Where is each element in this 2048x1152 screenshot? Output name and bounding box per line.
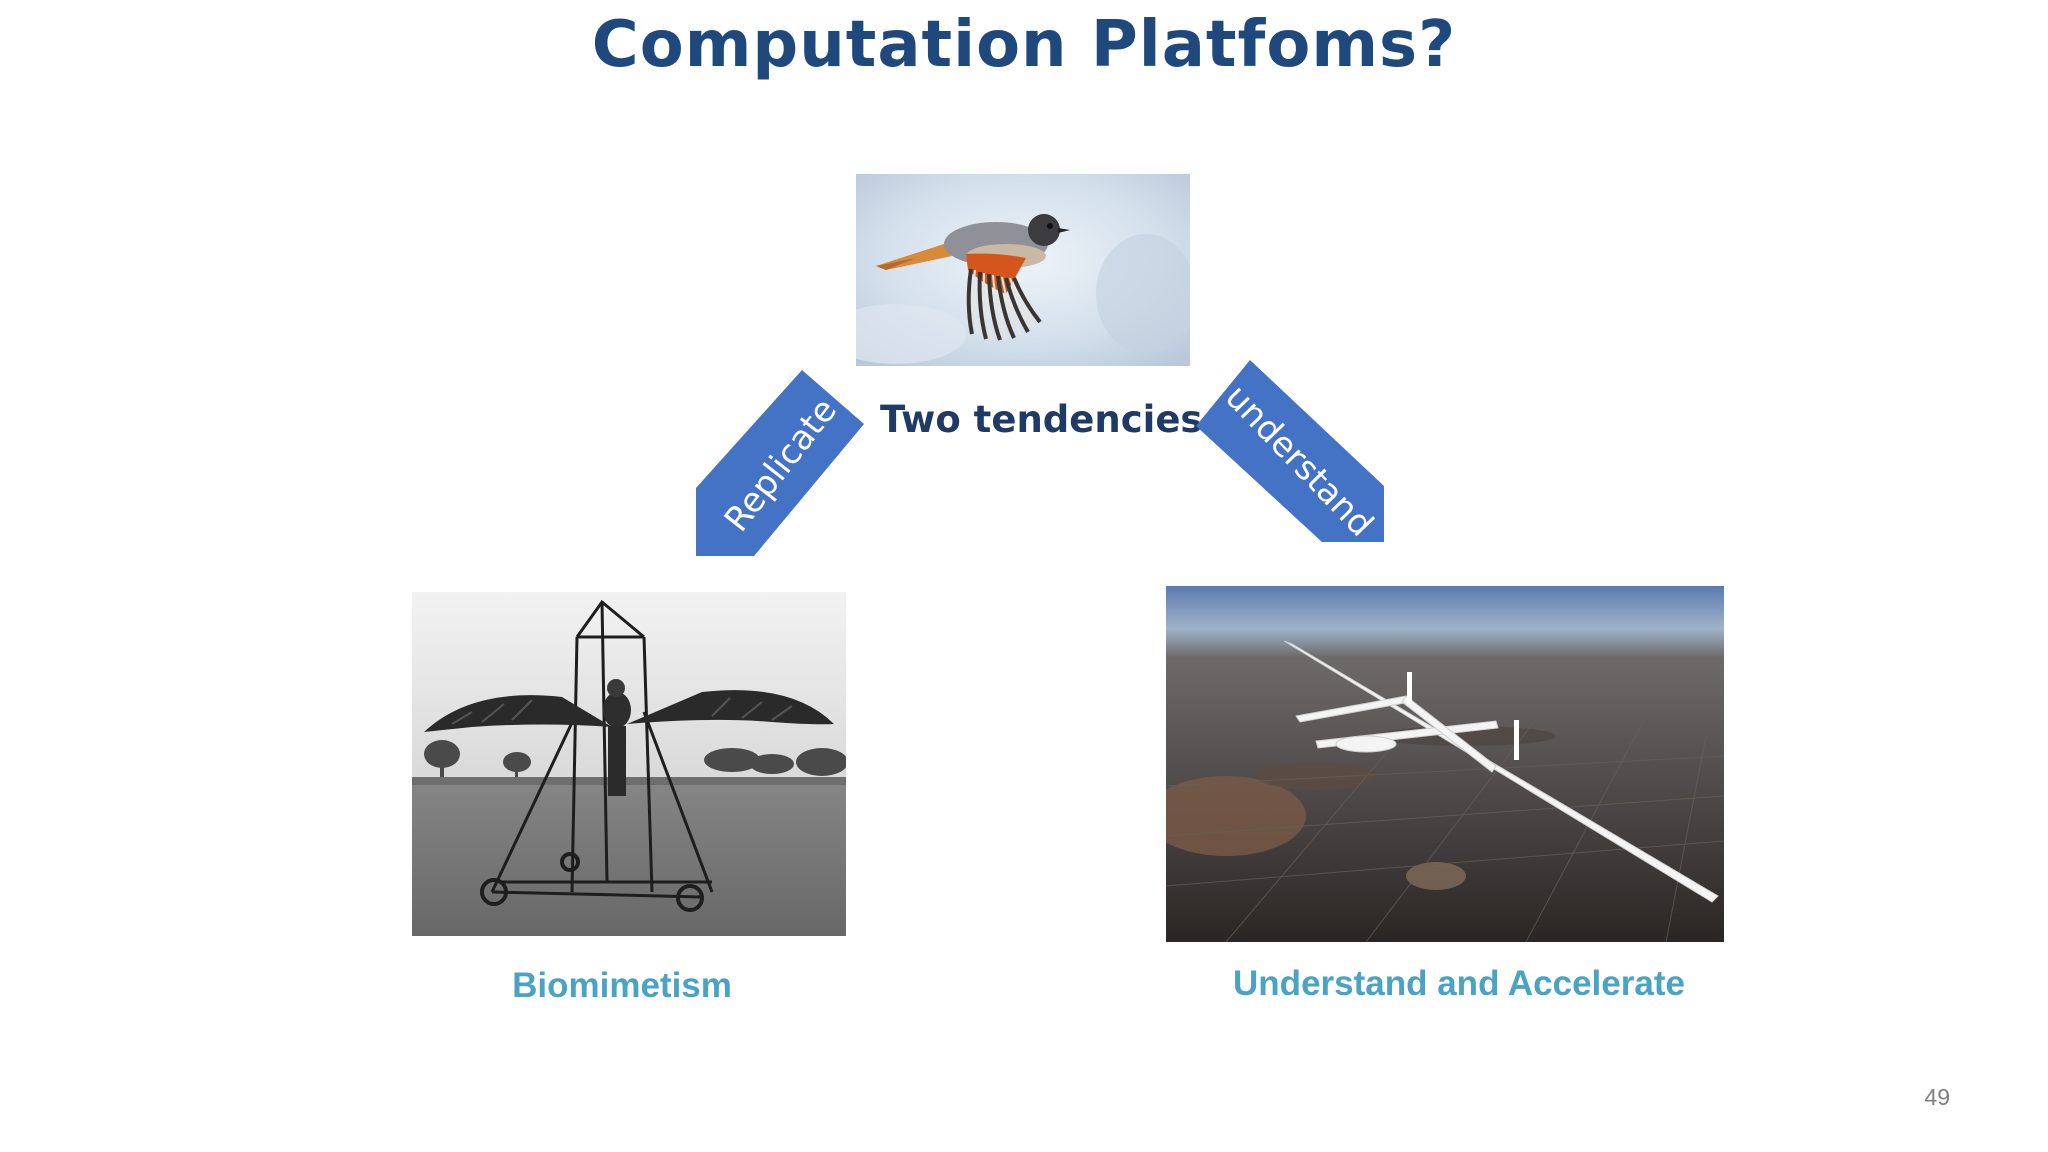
replicate-arrow: Replicate (690, 368, 866, 560)
biomimetism-caption: Biomimetism (512, 966, 732, 1005)
aircraft-illustration (1166, 586, 1724, 942)
bird-photo (856, 174, 1190, 366)
slide-title: Computation Platfoms? (591, 8, 1457, 82)
replicate-arrow-shape (696, 370, 864, 556)
bird-illustration (856, 174, 1190, 366)
aircraft-photo (1166, 586, 1724, 942)
understand-accelerate-caption: Understand and Accelerate (1233, 964, 1685, 1003)
ornithopter-photo (412, 592, 846, 936)
ornithopter-illustration (412, 592, 846, 936)
understand-arrow-shape (1196, 360, 1384, 542)
page-number: 49 (1924, 1084, 1950, 1110)
understand-arrow: understand (1194, 358, 1386, 544)
two-tendencies-label: Two tendencies (880, 398, 1203, 441)
